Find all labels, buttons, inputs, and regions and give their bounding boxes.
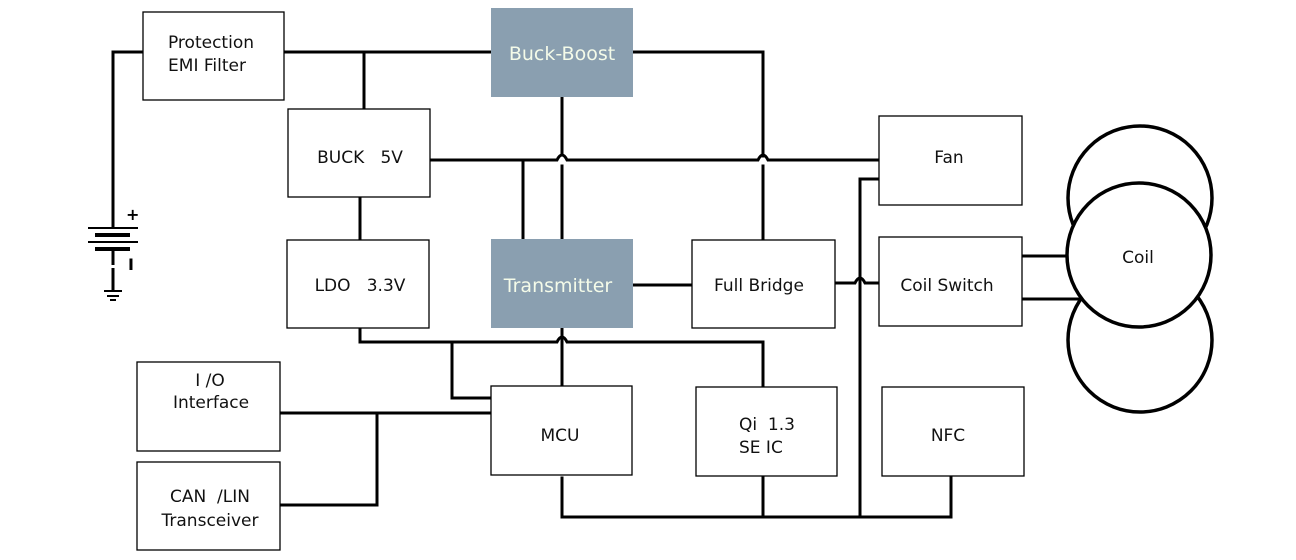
block-can-lin: CAN /LIN Transceiver [136,461,281,551]
block-mcu: MCU [490,385,633,476]
io-interface-label-1: I /O [195,371,225,391]
battery-minus-label: I [128,255,134,274]
coil-center [1065,181,1213,329]
wire-fullbridge-coilswitch [833,276,882,285]
block-nfc: NFC [881,386,1025,477]
buck-boost-label: Buck-Boost [509,43,615,65]
wire-battery-protection [111,50,145,214]
can-lin-label-1: CAN /LIN [170,487,250,507]
battery-plus-label: + [126,205,139,224]
wire-control-bus [858,177,881,519]
block-io-interface: I /O Interface [136,361,281,452]
nfc-label: NFC [931,426,965,446]
fan-label: Fan [934,148,963,168]
block-coil-switch: Coil Switch [878,236,1023,327]
block-qi-se-ic: Qi 1.3 SE IC [695,386,838,477]
block-protection: Protection EMI Filter [142,11,285,101]
protection-label-2: EMI Filter [168,56,246,76]
protection-label-1: Protection [168,33,254,53]
block-ldo: LDO 3.3V [286,239,430,329]
ground-icon [104,290,122,301]
buck-5v-label: BUCK 5V [317,148,403,168]
wire-bottom-bus [560,476,953,519]
ldo-label: LDO 3.3V [315,276,406,296]
block-fan: Fan [878,115,1023,206]
transmitter-label: Transmitter [503,275,613,297]
block-transmitter: Transmitter [491,239,633,328]
qi-se-label-1: Qi 1.3 [739,415,795,435]
coil-assembly: Coil [1065,124,1214,414]
mcu-label: MCU [541,426,580,446]
can-lin-label-2: Transceiver [161,511,259,531]
wire-5v-bus [428,153,881,162]
coil-label: Coil [1122,248,1154,268]
block-buck-5v: BUCK 5V [287,108,431,198]
block-full-bridge: Full Bridge [691,239,836,329]
wire-3v3-mcu [450,340,493,400]
qi-se-label-2: SE IC [739,438,783,458]
wires [111,50,1082,519]
io-interface-label-2: Interface [173,393,249,413]
battery-symbol: + I [88,205,139,290]
coil-switch-label: Coil Switch [900,276,993,296]
wire-can-bus [279,411,379,507]
wire-buckboost-fullbridge [630,50,765,242]
block-buck-boost: Buck-Boost [491,8,633,97]
full-bridge-label: Full Bridge [714,276,804,296]
